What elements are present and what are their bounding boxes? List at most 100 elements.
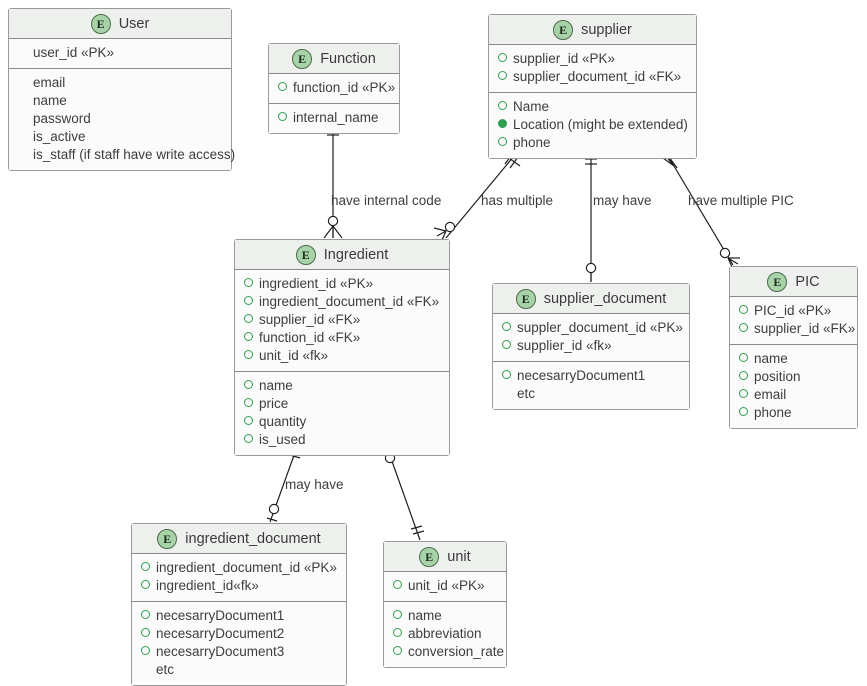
entity-supplier-document[interactable]: E supplier_document suppler_document_id … xyxy=(492,283,690,410)
bullet-icon xyxy=(18,131,27,140)
attribute-row: name xyxy=(393,607,497,625)
bullet-icon xyxy=(739,305,748,314)
attribute-row: name xyxy=(739,350,848,368)
bullet-icon xyxy=(141,580,150,589)
attribute-label: unit_id «PK» xyxy=(408,578,485,593)
entity-attributes-unit: name abbreviation conversion_rate xyxy=(384,601,506,667)
attribute-label: ingredient_id «PK» xyxy=(259,276,374,291)
bullet-icon xyxy=(18,149,27,158)
entity-badge-icon: E xyxy=(553,19,574,40)
attribute-row: name xyxy=(244,377,440,395)
attribute-row: quantity xyxy=(244,413,440,431)
bullet-icon xyxy=(502,388,511,397)
bullet-icon xyxy=(393,646,402,655)
entity-attributes-function: internal_name xyxy=(269,103,399,133)
attribute-label: suppler_document_id «PK» xyxy=(517,320,683,335)
bullet-icon xyxy=(393,610,402,619)
attribute-label: function_id «PK» xyxy=(293,80,396,95)
attribute-row: is_staff (if staff have write access) xyxy=(18,146,235,164)
bullet-icon xyxy=(393,628,402,637)
attribute-label: Location (might be extended) xyxy=(513,117,688,132)
entity-function[interactable]: E Function function_id «PK» internal_nam… xyxy=(268,43,400,134)
attribute-row: necesarryDocument1 xyxy=(141,607,337,625)
attribute-label: supplier_id «fk» xyxy=(517,338,612,353)
bullet-icon xyxy=(18,113,27,122)
attribute-label: function_id «FK» xyxy=(259,330,361,345)
attribute-label: position xyxy=(754,369,801,384)
edge-label-have-multiple-pic: have multiple PIC xyxy=(688,193,794,208)
bullet-icon xyxy=(498,53,507,62)
entity-header-ingredient-document: E ingredient_document xyxy=(132,524,346,554)
bullet-icon xyxy=(498,71,507,80)
entity-unit[interactable]: E unit unit_id «PK» name abbreviation co… xyxy=(383,541,507,668)
entity-header-supplier: E supplier xyxy=(489,15,696,45)
attribute-label: is_used xyxy=(259,432,306,447)
entity-keys-supplier: supplier_id «PK» supplier_document_id «F… xyxy=(489,45,696,92)
attribute-label: password xyxy=(33,111,91,126)
bullet-icon xyxy=(18,47,27,56)
entity-keys-user: user_id «PK» xyxy=(9,39,231,68)
attribute-label: supplier_document_id «FK» xyxy=(513,69,682,84)
attribute-row: Location (might be extended) xyxy=(498,116,688,134)
attribute-row: supplier_id «FK» xyxy=(244,311,440,329)
attribute-label: supplier_id «FK» xyxy=(259,312,361,327)
bullet-icon xyxy=(498,119,507,128)
entity-badge-icon: E xyxy=(292,48,313,69)
edge-supplier-supplierdocument xyxy=(585,156,597,282)
bullet-icon xyxy=(498,101,507,110)
entity-title: supplier_document xyxy=(543,290,667,307)
bullet-icon xyxy=(502,322,511,331)
bullet-icon xyxy=(244,434,253,443)
bullet-icon xyxy=(141,562,150,571)
attribute-label: internal_name xyxy=(293,110,379,125)
entity-user[interactable]: E User user_id «PK» email name password … xyxy=(8,8,235,171)
entity-badge-icon: E xyxy=(767,271,788,292)
attribute-row: suppler_document_id «PK» xyxy=(502,319,683,337)
entity-header-ingredient: E Ingredient xyxy=(235,240,449,270)
attribute-row: etc xyxy=(502,385,680,403)
bullet-icon xyxy=(244,350,253,359)
bullet-icon xyxy=(498,137,507,146)
bullet-icon xyxy=(141,646,150,655)
entity-attributes-supplier-document: necesarryDocument1 etc xyxy=(493,361,689,409)
bullet-icon xyxy=(244,314,253,323)
entity-ingredient-document[interactable]: E ingredient_document ingredient_documen… xyxy=(131,523,347,686)
entity-ingredient[interactable]: E Ingredient ingredient_id «PK» ingredie… xyxy=(234,239,450,456)
bullet-icon xyxy=(244,416,253,425)
attribute-row: is_used xyxy=(244,431,440,449)
entity-supplier[interactable]: E supplier supplier_id «PK» supplier_doc… xyxy=(488,14,697,159)
edge-label-has-multiple: has multiple xyxy=(481,193,554,208)
entity-pic[interactable]: E PIC PIC_id «PK» supplier_id «FK» name … xyxy=(729,266,858,429)
attribute-label: name xyxy=(33,93,67,108)
bullet-icon xyxy=(244,380,253,389)
bullet-icon xyxy=(141,610,150,619)
entity-header-function: E Function xyxy=(269,44,399,74)
entity-title: Function xyxy=(320,50,376,67)
entity-title: Ingredient xyxy=(323,246,389,263)
attribute-row: email xyxy=(18,74,222,92)
entity-title: PIC xyxy=(795,273,820,290)
entity-badge-icon: E xyxy=(90,13,111,34)
attribute-label: quantity xyxy=(259,414,307,429)
attribute-row: Name xyxy=(498,98,687,116)
bullet-icon xyxy=(739,323,748,332)
bullet-icon xyxy=(739,407,748,416)
entity-title: unit xyxy=(447,548,471,565)
attribute-label: user_id «PK» xyxy=(33,45,115,60)
attribute-label: Name xyxy=(513,99,550,114)
entity-header-supplier-document: E supplier_document xyxy=(493,284,689,314)
edge-label-may-have-ingredient-document: may have xyxy=(285,477,344,492)
attribute-row: function_id «PK» xyxy=(278,79,395,97)
attribute-row: password xyxy=(18,110,222,128)
entity-keys-ingredient: ingredient_id «PK» ingredient_document_i… xyxy=(235,270,449,371)
attribute-row: PIC_id «PK» xyxy=(739,302,848,320)
bullet-icon xyxy=(502,370,511,379)
attribute-row: phone xyxy=(739,404,848,422)
bullet-icon xyxy=(393,580,402,589)
bullet-icon xyxy=(739,389,748,398)
attribute-label: abbreviation xyxy=(408,626,482,641)
attribute-row: price xyxy=(244,395,440,413)
edge-function-ingredient xyxy=(324,126,342,238)
attribute-row: conversion_rate xyxy=(393,643,504,661)
